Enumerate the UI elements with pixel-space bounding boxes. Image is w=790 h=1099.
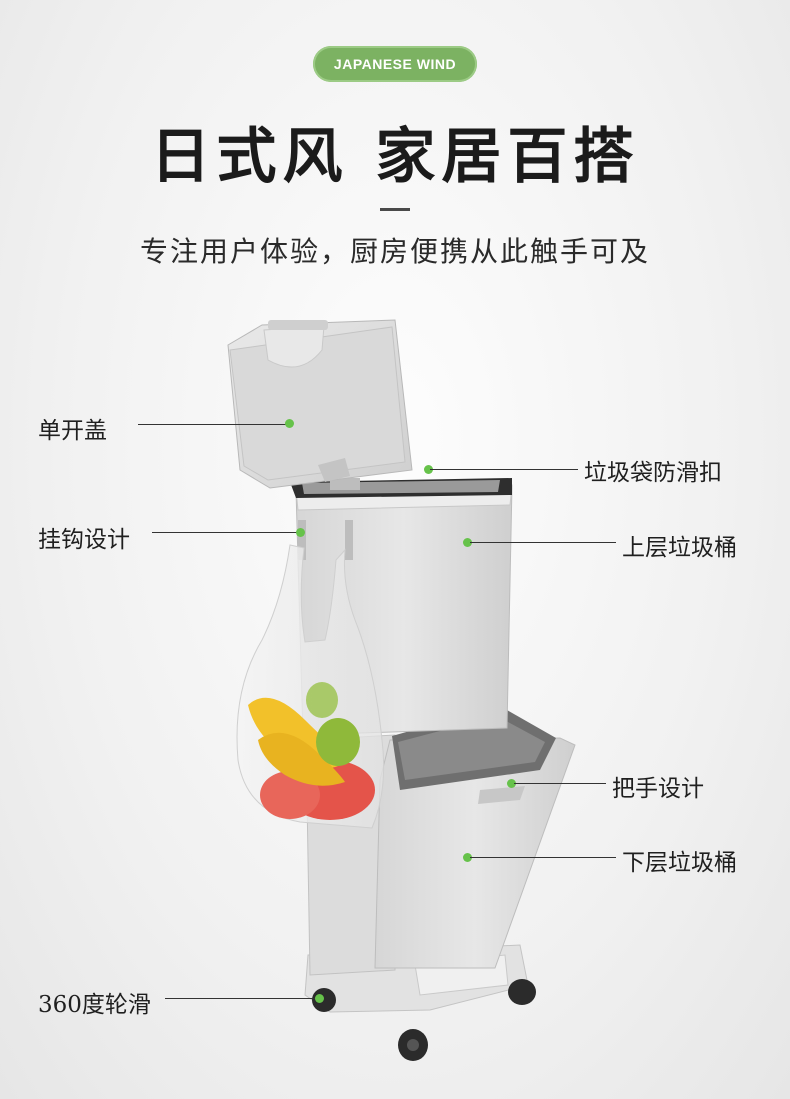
callout-bag-clip-dot [424, 465, 433, 474]
title-divider [380, 208, 410, 211]
callout-lower-bin-dot [463, 853, 472, 862]
callout-handle-label: 把手设计 [612, 776, 704, 802]
callout-hook-label: 挂钩设计 [38, 527, 130, 553]
callout-upper-bin-label: 上层垃圾桶 [622, 535, 737, 561]
page-subtitle: 专注用户体验，厨房便携从此触手可及 [139, 235, 650, 268]
callout-handle-line [514, 783, 606, 784]
callout-lower-bin-label: 下层垃圾桶 [622, 850, 737, 876]
brand-badge: JAPANESE WIND [313, 46, 477, 82]
callout-wheels-line [165, 998, 318, 999]
callout-handle-dot [507, 779, 516, 788]
callout-lid-label: 单开盖 [38, 418, 107, 444]
callout-upper-bin-dot [463, 538, 472, 547]
callout-wheels-label: 360度轮滑 [38, 992, 151, 1018]
page-title: 日式风 家居百搭 [150, 122, 640, 192]
callout-lid-line [138, 424, 288, 425]
callout-bag-clip-label: 垃圾袋防滑扣 [584, 460, 722, 486]
callout-wheels-dot [315, 994, 324, 1003]
callout-bag-clip-line [430, 469, 578, 470]
callout-hook-dot [296, 528, 305, 537]
callout-upper-bin-line [470, 542, 616, 543]
callout-lid-dot [285, 419, 294, 428]
callout-lower-bin-line [470, 857, 616, 858]
callout-hook-line [152, 532, 297, 533]
